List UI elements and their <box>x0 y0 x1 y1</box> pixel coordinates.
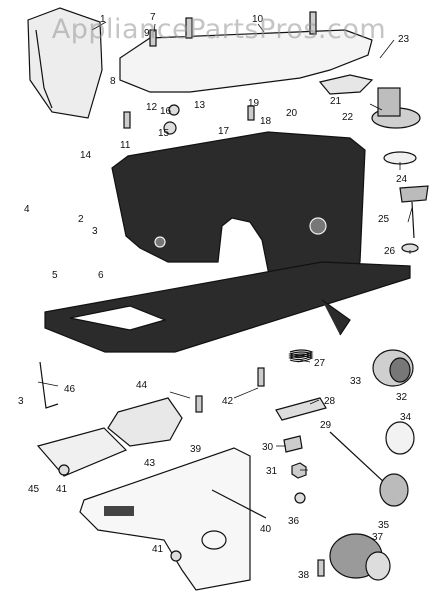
part-label-10: 10 <box>252 14 264 25</box>
small-washers <box>58 104 306 562</box>
arm-bracket <box>318 74 374 95</box>
spring <box>288 349 314 363</box>
leader-lines <box>37 21 413 471</box>
part-label-21: 21 <box>330 96 342 107</box>
part-label-20: 20 <box>286 108 298 119</box>
part-label-26: 26 <box>384 246 396 257</box>
part-label-8: 8 <box>110 76 116 87</box>
part-label-24: 24 <box>396 174 408 185</box>
bed-cutout <box>69 305 167 331</box>
face-plate <box>27 7 103 119</box>
clamp <box>283 435 303 453</box>
part-label-18: 18 <box>260 116 272 127</box>
part-label-2: 2 <box>78 214 84 225</box>
part-label-9: 9 <box>144 28 150 39</box>
part-label-33: 33 <box>350 376 362 387</box>
knob-cap <box>365 551 391 581</box>
hex-nut <box>291 462 307 479</box>
part-label-23: 23 <box>398 34 410 45</box>
part-label-36: 36 <box>288 516 300 527</box>
part-label-3: 3 <box>92 226 98 237</box>
bed-panel <box>36 427 128 477</box>
part-labels: 1 2 3 4 5 6 7 8 9 10 11 12 13 14 15 16 1… <box>18 12 412 581</box>
part-label-42: 42 <box>222 396 234 407</box>
part-label-16: 16 <box>160 106 172 117</box>
part-label-13: 13 <box>194 100 206 111</box>
wire-spring <box>39 361 59 409</box>
part-label-38: 38 <box>298 570 310 581</box>
part-label-1: 1 <box>100 14 106 25</box>
panel-hole <box>201 530 227 550</box>
part-label-6: 6 <box>98 270 104 281</box>
part-label-11: 11 <box>120 140 131 151</box>
part-label-35: 35 <box>378 520 390 531</box>
bed-leg <box>321 299 351 336</box>
part-label-5: 5 <box>52 270 58 281</box>
part-label-15: 15 <box>158 128 170 139</box>
part-label-29: 29 <box>320 420 332 431</box>
part-label-17: 17 <box>218 126 230 137</box>
part-label-4: 4 <box>24 204 30 215</box>
part-label-41b: 41 <box>152 544 164 555</box>
cam-core <box>389 357 411 383</box>
slide-plate <box>107 397 183 447</box>
part-label-43: 43 <box>144 458 156 469</box>
part-label-46: 46 <box>64 384 76 395</box>
bed-plate <box>44 261 411 353</box>
handwheel-hub <box>154 236 166 248</box>
part-label-25: 25 <box>378 214 390 225</box>
part-label-14: 14 <box>80 150 92 161</box>
shaft-knob <box>379 473 409 507</box>
part-label-12: 12 <box>146 102 158 113</box>
presser-bar-housing <box>377 87 401 117</box>
part-label-19: 19 <box>248 98 260 109</box>
part-label-34: 34 <box>400 412 412 423</box>
part-label-32: 32 <box>396 392 408 403</box>
part-label-40: 40 <box>260 524 272 535</box>
nameplate <box>104 506 134 516</box>
part-label-7: 7 <box>150 12 156 23</box>
part-label-39: 39 <box>190 444 202 455</box>
part-label-27: 27 <box>314 358 326 369</box>
front-panel <box>79 447 251 591</box>
part-label-37: 37 <box>372 532 384 543</box>
part-label-22: 22 <box>342 112 354 123</box>
thumb-screw <box>399 185 429 239</box>
bobbin-disc <box>385 421 415 455</box>
rod <box>211 489 267 519</box>
face-plate-edge <box>35 29 53 109</box>
bracket <box>275 397 327 421</box>
motor-boss <box>309 217 327 235</box>
part-label-28: 28 <box>324 396 336 407</box>
part-label-30: 30 <box>262 442 274 453</box>
part-label-41a: 41 <box>56 484 68 495</box>
part-label-44: 44 <box>136 380 148 391</box>
machine-head <box>111 131 366 301</box>
part-label-3b: 3 <box>18 396 24 407</box>
screws <box>123 11 325 577</box>
part-label-45: 45 <box>28 484 40 495</box>
top-cover-plate <box>119 29 373 93</box>
part-label-31: 31 <box>266 466 278 477</box>
shaft <box>329 431 387 485</box>
